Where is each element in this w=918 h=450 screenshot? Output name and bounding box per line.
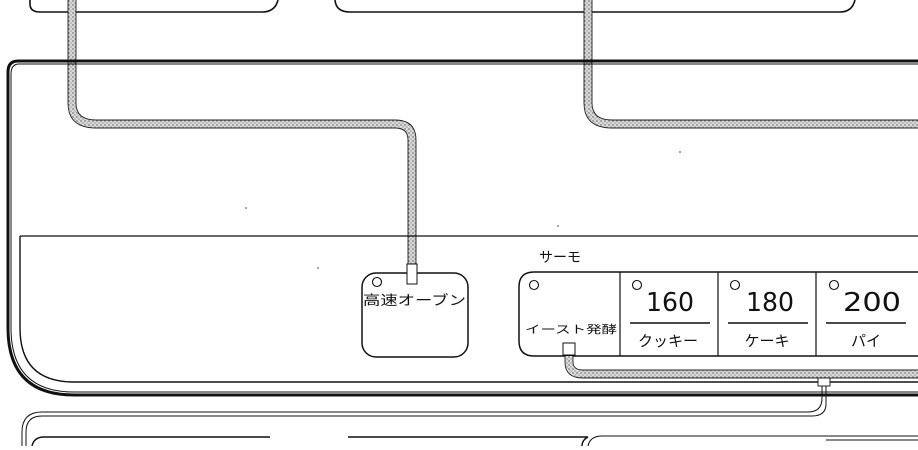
- yeast-indicator-lamp: [528, 279, 540, 291]
- thermo-200-indicator-lamp: [828, 279, 840, 291]
- bottom-box-right: [348, 435, 918, 447]
- yeast-button[interactable]: イースト発酵: [525, 279, 617, 356]
- cable-lower: [21, 377, 831, 446]
- thermo-200-temp: 200: [843, 288, 901, 318]
- cable-yeast: [564, 356, 918, 379]
- thermo-160-temp: 160: [646, 288, 694, 318]
- cable-right: [583, 0, 918, 129]
- thermo-button-180[interactable]: 180 ケーキ: [728, 279, 808, 351]
- thermo-180-temp: 180: [746, 288, 794, 318]
- cable-left: [67, 0, 417, 264]
- thermo-button-200[interactable]: 200 パイ: [826, 279, 906, 351]
- thermo-button-group: イースト発酵 160 クッキー 180 ケーキ 200 パイ: [518, 271, 918, 357]
- specks: [245, 151, 681, 269]
- thermo-180-indicator-lamp: [729, 279, 741, 291]
- top-box-right: [334, 0, 856, 13]
- top-box-left: [29, 0, 279, 13]
- oven-button-label: 高速オーブン: [363, 292, 466, 309]
- oven-indicator-lamp: [371, 276, 383, 288]
- panel-outline: [6, 59, 918, 397]
- thermo-160-label: クッキー: [638, 332, 698, 350]
- bottom-box-left: [31, 436, 270, 447]
- thermo-160-indicator-lamp: [631, 279, 643, 291]
- thermo-200-label: パイ: [851, 332, 881, 350]
- thermo-button-160[interactable]: 160 クッキー: [630, 279, 710, 351]
- thermo-180-label: ケーキ: [744, 332, 789, 350]
- thermo-label: サーモ: [539, 250, 581, 266]
- yeast-button-label: イースト発酵: [525, 322, 617, 336]
- oven-button[interactable]: 高速オーブン: [361, 272, 469, 358]
